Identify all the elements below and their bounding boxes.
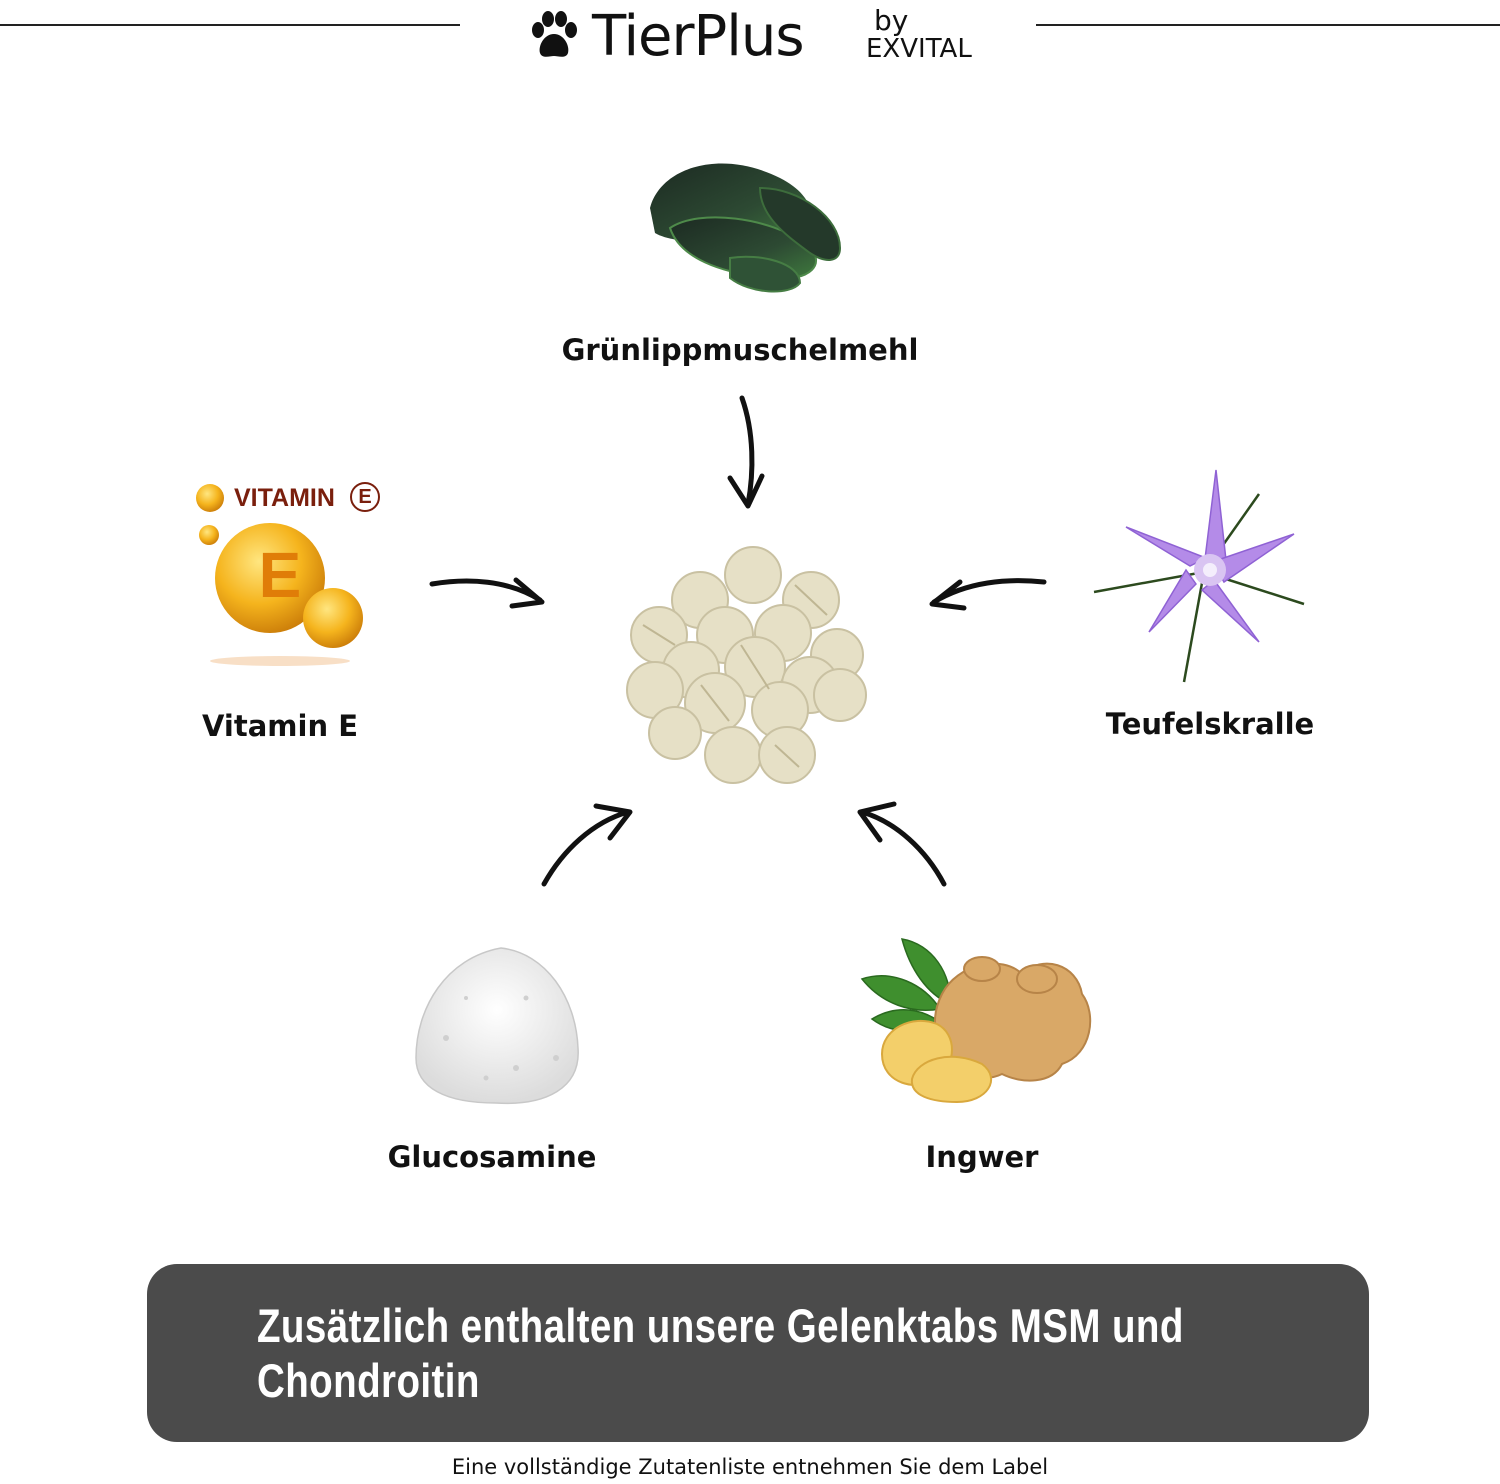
powder-pile-icon: [415, 947, 579, 1105]
banner-text: Zusätzlich enthalten unsere Gelenktabs M…: [256, 1299, 1184, 1407]
vitamin-badge-letter: E: [350, 482, 380, 512]
arrow-right-icon: [929, 578, 1047, 611]
vitamin-e-icon: VITAMIN E E: [190, 478, 390, 668]
arrow-bottom-right-icon: [857, 801, 947, 887]
ingredient-label-left: Vitamin E: [201, 709, 359, 743]
vitamin-badge-text: VITAMIN: [234, 484, 335, 512]
green-lipped-mussel-icon: [650, 163, 842, 293]
ginger-root-icon: [860, 938, 1092, 1104]
brand-logo: TierPlus by EXVITAL: [526, 0, 996, 70]
ingredient-label-top: Grünlippmuschelmehl: [561, 333, 919, 367]
tablets-pile-icon: [626, 546, 867, 784]
brand-by: by: [874, 4, 909, 37]
vitamin-drop-letter: E: [258, 539, 302, 611]
footnote: Eine vollständige Zutatenliste entnehmen…: [451, 1455, 1049, 1479]
brand-name: TierPlus: [592, 4, 805, 69]
ingredient-label-bottom-right: Ingwer: [925, 1140, 1039, 1174]
ingredient-label-bottom-left: Glucosamine: [387, 1140, 597, 1174]
info-banner: Zusätzlich enthalten unsere Gelenktabs M…: [147, 1264, 1369, 1442]
ingredient-label-right: Teufelskralle: [1105, 707, 1315, 741]
paw-icon: [532, 11, 577, 57]
brand-company: EXVITAL: [866, 34, 972, 64]
arrow-left-icon: [429, 577, 545, 609]
devils-claw-flower-icon: [1093, 469, 1305, 683]
header-rule-right: [1036, 24, 1500, 26]
arrow-top-icon: [727, 395, 765, 509]
arrow-bottom-left-icon: [541, 803, 633, 887]
header-rule-left: [0, 24, 460, 26]
